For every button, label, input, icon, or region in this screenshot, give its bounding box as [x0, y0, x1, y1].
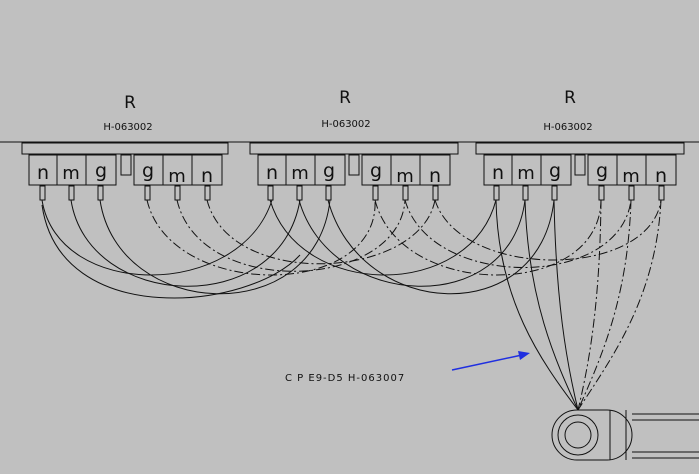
- callout-arrow: [451, 354, 523, 371]
- connector-1-pin-n-right: n: [201, 165, 213, 187]
- connector-1-pin-n-left: n: [37, 162, 49, 184]
- connector-2-key: [348, 154, 360, 176]
- connector-2-right-block: [361, 154, 451, 186]
- cable-end: [551, 409, 699, 461]
- connector-2-pin-m-right: m: [396, 166, 414, 187]
- connector-2-housing: [249, 142, 459, 155]
- connector-3-right-block: [587, 154, 677, 186]
- connector-1-pin-m-right: m: [168, 166, 186, 187]
- connector-1-pin-g-left: g: [95, 160, 107, 182]
- connector-1-left-block: [28, 154, 117, 186]
- connector-2-part: H-063002: [321, 119, 370, 130]
- connector-1-pin-g-right: g: [142, 160, 154, 182]
- connector-3-left-block: [483, 154, 572, 186]
- dashdot-wires: [146, 199, 662, 411]
- connector-3-key: [574, 154, 586, 176]
- connector-2: R H-063002 n m g g m n: [249, 88, 459, 201]
- connector-3-pin-n-left: n: [492, 162, 504, 184]
- connector-1-key: [120, 154, 132, 176]
- connector-3-pin-g-right: g: [596, 160, 608, 182]
- connector-3: R H-063002 n m g g m n: [475, 88, 685, 201]
- connector-2-pin-n-right: n: [429, 165, 441, 187]
- connector-1-right-block: [133, 154, 223, 186]
- connector-1-ref: R: [124, 93, 136, 113]
- callout-arrowhead: [518, 351, 530, 360]
- connector-3-pin-n-right: n: [655, 165, 667, 187]
- connector-3-part: H-063002: [543, 122, 592, 133]
- connector-3-pin-g-left: g: [549, 160, 561, 182]
- solid-wires: [41, 199, 579, 411]
- callout-label: C P E9-D5 H-063007: [285, 373, 405, 384]
- connector-2-ref: R: [339, 88, 351, 108]
- connector-1-part: H-063002: [103, 122, 152, 133]
- connector-1: R H-063002 n m g g m n: [21, 93, 229, 201]
- connector-1-pin-m-left: m: [62, 163, 80, 184]
- connector-3-pin-m-left: m: [517, 163, 535, 184]
- connector-3-housing: [475, 142, 685, 155]
- connector-2-pin-m-left: m: [291, 163, 309, 184]
- connector-2-left-block: [257, 154, 346, 186]
- connector-2-pin-n-left: n: [266, 162, 278, 184]
- connector-1-housing: [21, 142, 229, 155]
- connector-3-ref: R: [564, 88, 576, 108]
- connector-3-pin-m-right: m: [622, 166, 640, 187]
- connector-2-pin-g-left: g: [323, 160, 335, 182]
- connector-2-pin-g-right: g: [370, 160, 382, 182]
